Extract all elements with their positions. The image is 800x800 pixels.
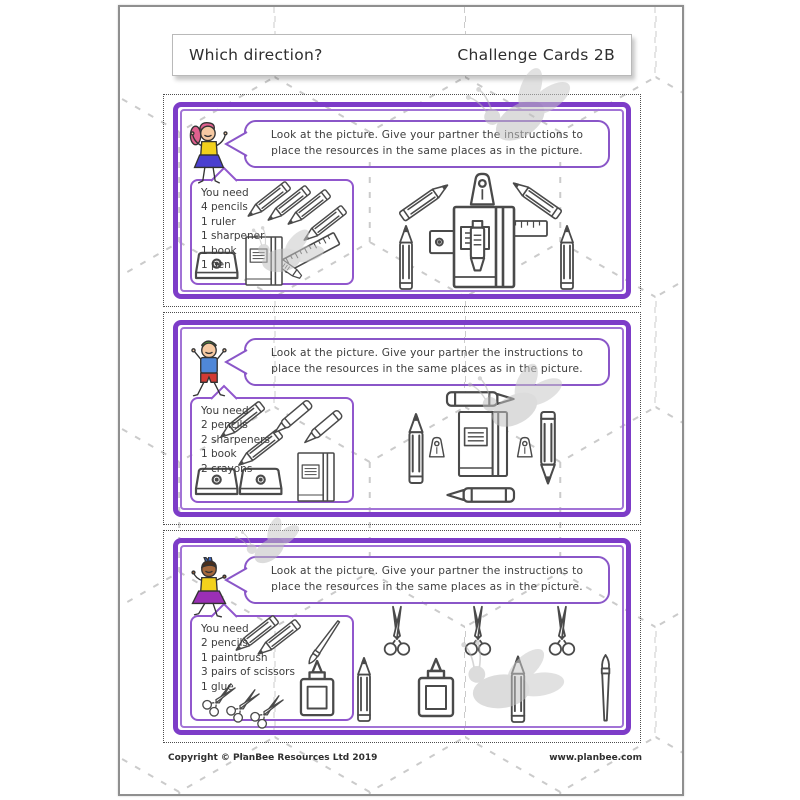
you-need-item: 2 pencils bbox=[201, 419, 248, 432]
pencil-icon bbox=[398, 180, 452, 223]
speech-bubble-tail bbox=[224, 131, 248, 157]
you-need-box-tail bbox=[210, 384, 238, 400]
pen-icon bbox=[469, 219, 486, 272]
glue-icon bbox=[299, 659, 335, 717]
page-subtitle: Challenge Cards 2B bbox=[457, 46, 615, 64]
you-need-item: 1 book bbox=[201, 448, 237, 461]
you-need-list: You need 2 pencils 1 paintbrush 3 pairs … bbox=[201, 622, 295, 694]
you-need-title: You need bbox=[201, 405, 249, 417]
you-need-list: You need 4 pencils 1 ruler 1 sharpener 1… bbox=[201, 186, 264, 273]
speech-bubble: Look at the picture. Give your partner t… bbox=[244, 338, 610, 386]
resource-picture bbox=[357, 605, 611, 723]
speech-bubble-tail bbox=[224, 349, 248, 375]
pencil-icon bbox=[399, 225, 413, 290]
crayon-icon bbox=[301, 408, 344, 447]
speech-bubble: Look at the picture. Give your partner t… bbox=[244, 120, 610, 168]
challenge-card-3: Look at the picture. Give your partner t… bbox=[180, 545, 624, 731]
card-border: Look at the picture. Give your partner t… bbox=[173, 102, 631, 299]
pencil-icon bbox=[510, 655, 526, 723]
page-title: Which direction? bbox=[189, 46, 323, 64]
pencil-icon bbox=[357, 657, 371, 722]
scissors-icon bbox=[548, 605, 576, 656]
crayon-icon bbox=[445, 391, 515, 407]
cut-line-card-1: Look at the picture. Give your partner t… bbox=[163, 94, 641, 307]
character-girl-purple-skirt-icon bbox=[191, 557, 227, 618]
you-need-item: 2 crayons bbox=[201, 462, 253, 475]
resource-picture bbox=[408, 391, 556, 503]
you-need-list: You need 2 pencils 2 sharpeners 1 book 2… bbox=[201, 404, 270, 476]
copyright-text: Copyright © PlanBee Resources Ltd 2019 bbox=[168, 753, 378, 763]
you-need-item: 4 pencils bbox=[201, 201, 248, 214]
bubble-text: Look at the picture. Give your partner t… bbox=[270, 347, 584, 375]
paintbrush-icon bbox=[600, 654, 611, 722]
you-need-item: 3 pairs of scissors bbox=[201, 666, 295, 679]
paintbrush-icon bbox=[305, 618, 342, 667]
you-need-item: 2 sharpeners bbox=[201, 433, 270, 446]
sharpener-icon bbox=[469, 172, 495, 206]
you-need-item: 1 ruler bbox=[201, 215, 236, 228]
book-icon bbox=[457, 410, 509, 478]
you-need-item: 2 pencils bbox=[201, 637, 248, 650]
header-bar: Which direction? Challenge Cards 2B bbox=[172, 34, 632, 76]
challenge-card-1: Look at the picture. Give your partner t… bbox=[180, 109, 624, 292]
you-need-item: 1 pen bbox=[201, 259, 231, 272]
you-need-item: 1 paintbrush bbox=[201, 651, 268, 664]
you-need-box: You need 2 pencils 1 paintbrush 3 pairs … bbox=[190, 602, 354, 731]
cut-line-card-3: Look at the picture. Give your partner t… bbox=[163, 530, 641, 743]
character-girl-pink-hair-icon bbox=[189, 122, 228, 184]
you-need-item: 1 book bbox=[201, 244, 237, 257]
resource-picture bbox=[398, 172, 574, 290]
sharpener-icon bbox=[428, 436, 445, 458]
you-need-box: You need 4 pencils 1 ruler 1 sharpener 1… bbox=[190, 166, 354, 286]
bubble-text: Look at the picture. Give your partner t… bbox=[270, 129, 584, 157]
card-border: Look at the picture. Give your partner t… bbox=[173, 538, 631, 735]
you-need-title: You need bbox=[201, 623, 249, 635]
footer: Copyright © PlanBee Resources Ltd 2019 w… bbox=[168, 753, 642, 763]
book-icon bbox=[297, 452, 335, 502]
crayon-icon bbox=[446, 487, 516, 503]
you-need-box: You need 2 pencils 2 sharpeners 1 book 2… bbox=[190, 384, 354, 503]
sharpener-icon bbox=[516, 436, 533, 458]
challenge-card-2: Look at the picture. Give your partner t… bbox=[180, 327, 624, 510]
crayon-icon bbox=[271, 398, 314, 437]
cut-line-card-2: Look at the picture. Give your partner t… bbox=[163, 312, 641, 525]
bubble-text: Look at the picture. Give your partner t… bbox=[270, 565, 584, 593]
pencil-icon bbox=[509, 178, 563, 221]
scissors-icon bbox=[464, 605, 492, 656]
pencil-icon bbox=[540, 410, 556, 485]
card-border: Look at the picture. Give your partner t… bbox=[173, 320, 631, 517]
glue-icon bbox=[417, 657, 455, 718]
scissors-icon bbox=[383, 605, 411, 656]
worksheet-page: Which direction? Challenge Cards 2B bbox=[118, 5, 684, 796]
you-need-item: 1 sharpener bbox=[201, 230, 265, 243]
character-boy-green-hair-icon bbox=[191, 340, 227, 397]
pencil-icon bbox=[408, 413, 424, 484]
you-need-item: 1 glue bbox=[201, 680, 234, 693]
you-need-title: You need bbox=[201, 187, 249, 199]
pencil-icon bbox=[560, 225, 574, 290]
website-text: www.planbee.com bbox=[549, 753, 642, 763]
speech-bubble: Look at the picture. Give your partner t… bbox=[244, 556, 610, 604]
